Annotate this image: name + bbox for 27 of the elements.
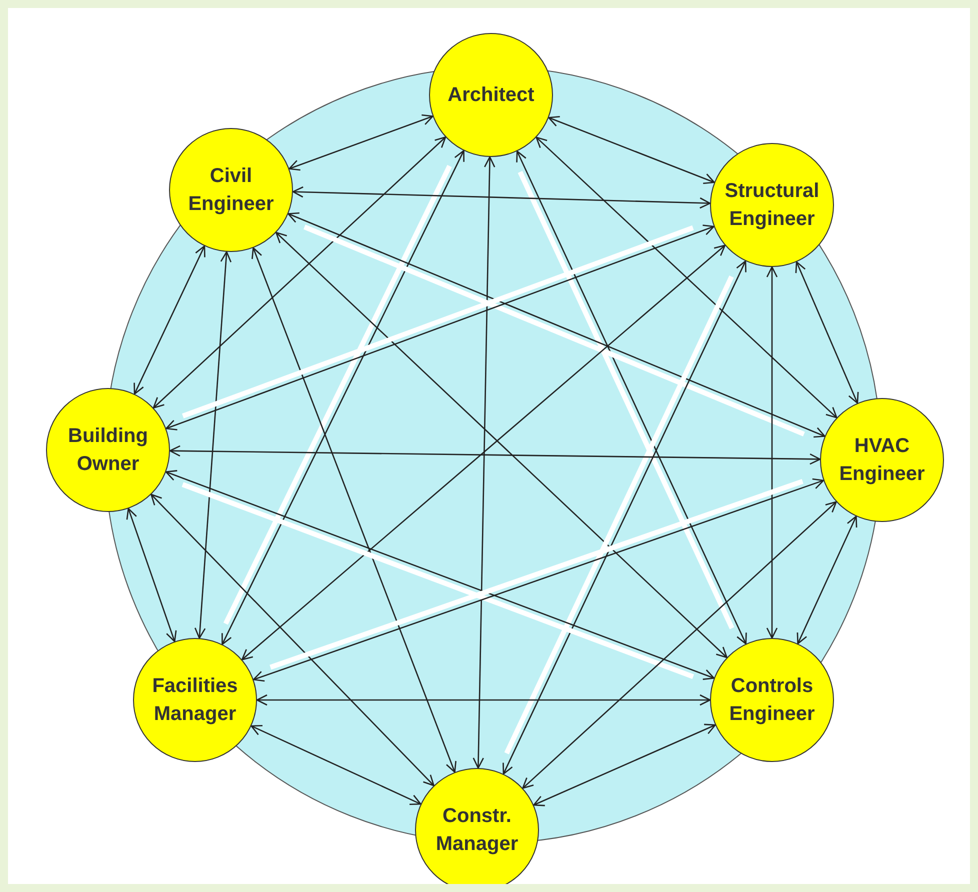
role-label: Constr. Manager xyxy=(434,804,520,857)
role-label: Civil Engineer xyxy=(187,164,275,217)
double-arrow xyxy=(150,494,434,786)
double-arrow xyxy=(288,114,434,171)
role-label: HVAC Engineer xyxy=(838,434,926,487)
double-arrow xyxy=(548,116,715,184)
double-arrow xyxy=(194,251,232,639)
double-arrow xyxy=(522,501,837,789)
role-label: Structural Engineer xyxy=(724,179,820,232)
double-arrow xyxy=(126,508,177,642)
double-arrow xyxy=(533,724,716,806)
double-arrow xyxy=(169,445,821,465)
double-arrow xyxy=(536,136,838,418)
role-label: Facilities Manager xyxy=(151,674,239,727)
double-arrow xyxy=(472,156,496,769)
role-label: Architect xyxy=(448,83,534,108)
role-label: Controls Engineer xyxy=(728,674,816,727)
double-arrow xyxy=(796,516,858,644)
double-arrow xyxy=(134,245,206,395)
double-arrow xyxy=(256,694,711,706)
double-arrow xyxy=(795,261,859,404)
double-arrow xyxy=(152,136,446,408)
role-label: Building Owner xyxy=(67,424,149,477)
double-arrow xyxy=(252,247,456,773)
double-arrow xyxy=(250,724,422,806)
double-arrow xyxy=(766,266,778,639)
double-arrow xyxy=(292,186,711,209)
